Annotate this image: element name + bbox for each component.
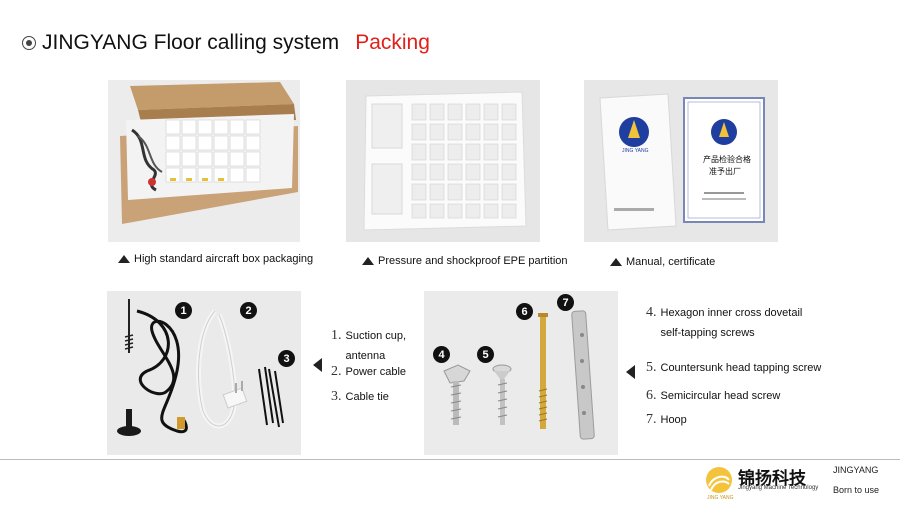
- right-list-item-4: 4. Hexagon inner cross dovetail self-tap…: [646, 305, 803, 339]
- certificate-heading-2: 准予出厂: [709, 167, 741, 176]
- brand-slogan: Born to use: [833, 485, 880, 495]
- page-subtitle: Packing: [355, 31, 430, 54]
- right-list-item-6: 6. Semicircular head screw: [646, 388, 781, 403]
- marker-2: 2: [240, 302, 257, 319]
- marker-5: 5: [477, 346, 494, 363]
- page-title: JINGYANG Floor calling system: [42, 31, 340, 54]
- footer-divider: [0, 459, 900, 460]
- company-logo-icon: [706, 467, 732, 493]
- accessories-photo: [107, 291, 301, 455]
- left-list-item-3: 3. Cable tie: [331, 389, 389, 404]
- caption-manual-certificate: Manual, certificate: [610, 256, 715, 268]
- pointer-left-icon: [626, 365, 635, 379]
- marker-1: 1: [175, 302, 192, 319]
- bullet-icon: [22, 36, 36, 50]
- epe-partition-photo: [346, 80, 540, 242]
- left-list-item-2: 2. Power cable: [331, 364, 407, 379]
- aircraft-box-photo: [108, 80, 300, 242]
- caption-epe-partition: Pressure and shockproof EPE partition: [362, 255, 568, 267]
- page-header: JINGYANG Floor calling system Packing: [22, 28, 430, 58]
- caret-up-icon: [362, 257, 374, 265]
- marker-6: 6: [516, 303, 533, 320]
- left-list-item-1: 1. Suction cup, antenna: [331, 328, 407, 362]
- manual-certificate-photo: JING YANG 产品检验合格 准予出厂: [584, 80, 778, 242]
- marker-3: 3: [278, 350, 295, 367]
- caption-aircraft-box: High standard aircraft box packaging: [118, 253, 313, 265]
- certificate-heading-1: 产品检验合格: [703, 155, 751, 164]
- manual-logo-text: JING YANG: [622, 148, 649, 154]
- company-name-cn: 锦扬科技: [738, 469, 806, 488]
- pointer-left-icon: [313, 358, 322, 372]
- right-list-item-5: 5. Countersunk head tapping screw: [646, 360, 822, 375]
- marker-4: 4: [433, 346, 450, 363]
- caret-up-icon: [610, 258, 622, 266]
- company-name-en: Jingyang Machine Technology: [738, 485, 819, 491]
- caret-up-icon: [118, 255, 130, 263]
- marker-7: 7: [557, 294, 574, 311]
- brand-name: JINGYANG: [833, 465, 879, 475]
- right-list-item-7: 7. Hoop: [646, 412, 687, 427]
- footer-logo-text: JING YANG: [707, 495, 734, 501]
